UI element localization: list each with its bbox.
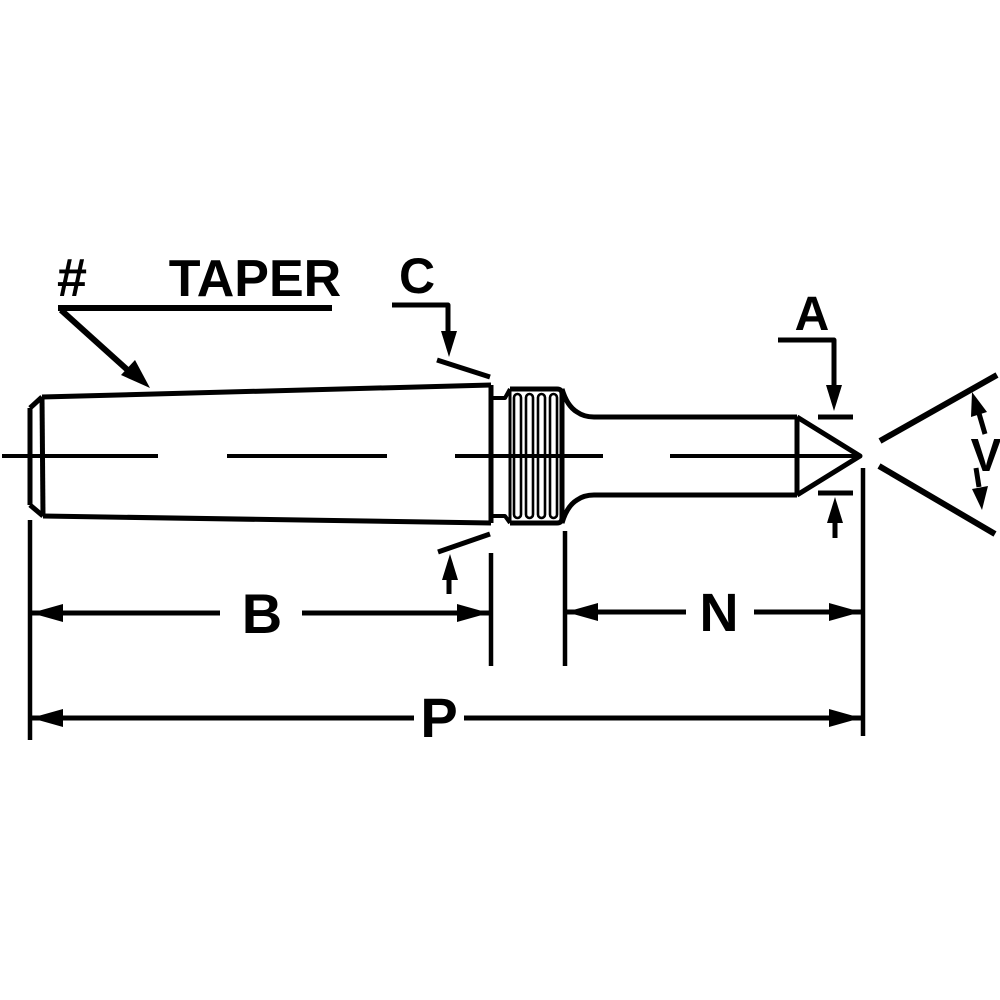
b-right-arrowhead bbox=[457, 604, 489, 622]
taper-body bbox=[27, 382, 494, 526]
label-a: A bbox=[795, 288, 830, 341]
p-left-arrowhead bbox=[31, 709, 63, 727]
label-taper: TAPER bbox=[169, 250, 341, 308]
v-lower-arrowhead bbox=[972, 486, 988, 510]
dim-p bbox=[31, 709, 861, 727]
label-c: C bbox=[399, 248, 435, 304]
taper-leader-arrowhead bbox=[121, 360, 150, 388]
label-v: V bbox=[971, 429, 1000, 481]
v-upper-arrowhead bbox=[971, 392, 987, 417]
label-n: N bbox=[700, 583, 739, 643]
c-down-arrowhead bbox=[441, 331, 457, 357]
dim-b bbox=[31, 604, 489, 622]
a-up-arrowhead bbox=[827, 497, 843, 523]
a-down-arrowhead bbox=[826, 385, 842, 411]
dim-c bbox=[392, 302, 491, 594]
p-right-arrowhead bbox=[829, 709, 861, 727]
n-left-arrowhead bbox=[566, 603, 598, 621]
n-right-arrowhead bbox=[829, 603, 861, 621]
thread-section bbox=[508, 386, 565, 526]
extension-lines bbox=[27, 468, 866, 740]
dim-a bbox=[778, 337, 853, 538]
label-hash: # bbox=[57, 248, 87, 308]
cone-point bbox=[795, 414, 863, 498]
dim-v bbox=[877, 372, 999, 537]
shaft bbox=[559, 388, 800, 524]
neck bbox=[491, 388, 512, 525]
dim-n bbox=[566, 603, 861, 621]
label-b: B bbox=[242, 582, 282, 645]
taper-leader bbox=[58, 305, 332, 388]
label-p: P bbox=[420, 686, 457, 749]
b-left-arrowhead bbox=[31, 604, 63, 622]
c-up-arrowhead bbox=[442, 554, 458, 580]
